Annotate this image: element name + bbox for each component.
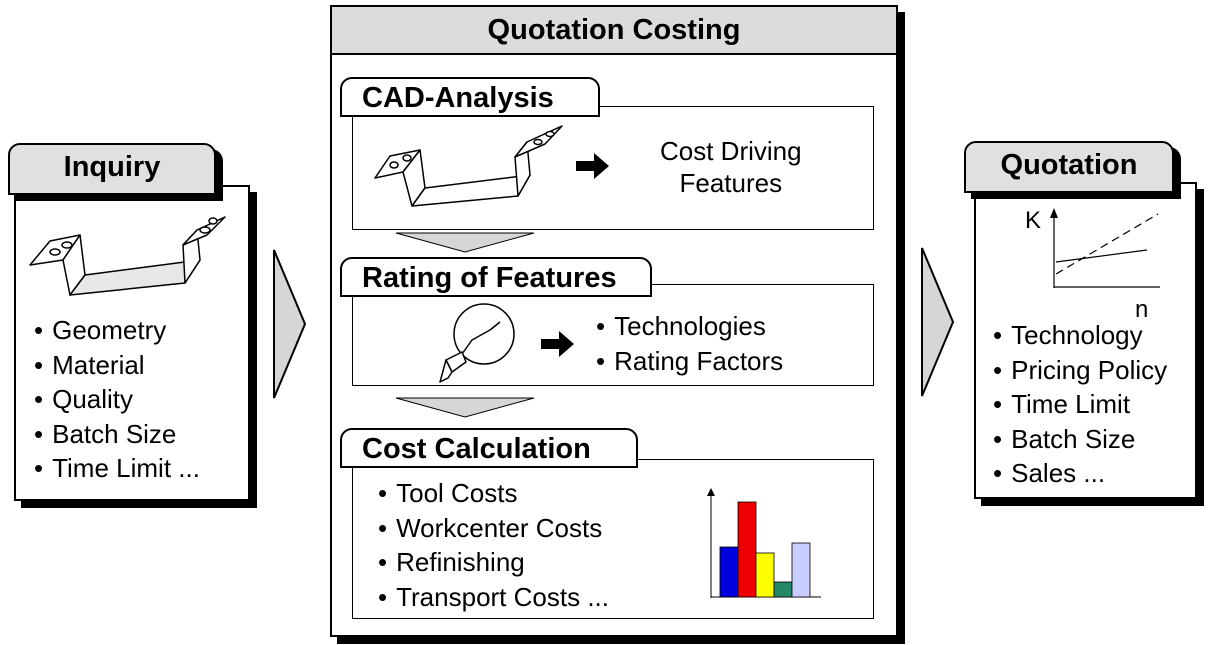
cost-bar [791, 542, 811, 598]
arrow-right-icon [576, 153, 609, 179]
graph-x-label: n [1135, 296, 1148, 323]
cad-result-line1: Cost Driving [660, 136, 802, 166]
flow-arrow-right [921, 247, 955, 397]
quotation-item: Batch Size [993, 422, 1167, 457]
inquiry-title: Inquiry [8, 143, 216, 195]
inquiry-item: Batch Size [34, 417, 200, 452]
inquiry-part-drawing [29, 216, 226, 296]
quotation-cost-graph: K n [1025, 207, 1160, 323]
cad-analysis-label: CAD-Analysis [340, 77, 600, 117]
cost-bar [755, 552, 775, 598]
cad-result-line2: Features [679, 168, 783, 198]
quotation-item: Sales ... [993, 456, 1167, 491]
graph-y-arrowhead [1050, 208, 1058, 218]
quotation-list: Technology Pricing Policy Time Limit Bat… [993, 318, 1167, 491]
cost-item: Transport Costs ... [378, 580, 609, 615]
quotation-item: Pricing Policy [993, 353, 1167, 388]
cost-calculation-label: Cost Calculation [340, 428, 638, 468]
inquiry-item: Geometry [34, 313, 200, 348]
cost-bar [719, 546, 739, 598]
rating-item: Technologies [596, 309, 783, 344]
rating-label: Rating of Features [340, 257, 652, 297]
inquiry-item: Time Limit ... [34, 451, 200, 486]
cost-bar [737, 501, 757, 598]
graph-solid-line [1055, 249, 1148, 263]
cad-analysis-box [352, 106, 874, 230]
cost-bar-chart [707, 488, 821, 598]
quotation-title-text: Quotation [1000, 149, 1138, 181]
cost-item: Workcenter Costs [378, 511, 609, 546]
quotation-costing-title: Quotation Costing [332, 7, 896, 55]
inquiry-title-text: Inquiry [63, 151, 161, 183]
inquiry-item: Material [34, 348, 200, 383]
down-arrow-1 [395, 232, 535, 253]
arrow-right-icon [541, 331, 574, 357]
flow-arrow-left [273, 249, 307, 399]
cost-item: Refinishing [378, 545, 609, 580]
chart-y-axis-arrowhead [707, 488, 715, 496]
graph-dashed-line [1055, 213, 1159, 275]
quotation-title: Quotation [964, 141, 1174, 193]
rating-item: Rating Factors [596, 344, 783, 379]
feature-magnifier-icon [439, 303, 515, 383]
quotation-item: Time Limit [993, 387, 1167, 422]
graph-y-label: K [1025, 207, 1041, 234]
cad-result-text: Cost Driving Features [660, 135, 802, 199]
down-arrow-2 [395, 397, 535, 418]
cost-bar [773, 581, 793, 598]
rating-list: Technologies Rating Factors [596, 309, 783, 378]
cost-calculation-list: Tool Costs Workcenter Costs Refinishing … [378, 476, 609, 614]
quotation-item: Technology [993, 318, 1167, 353]
cad-part-drawing [374, 125, 563, 207]
cost-item: Tool Costs [378, 476, 609, 511]
inquiry-item: Quality [34, 382, 200, 417]
inquiry-list: Geometry Material Quality Batch Size Tim… [34, 313, 200, 486]
